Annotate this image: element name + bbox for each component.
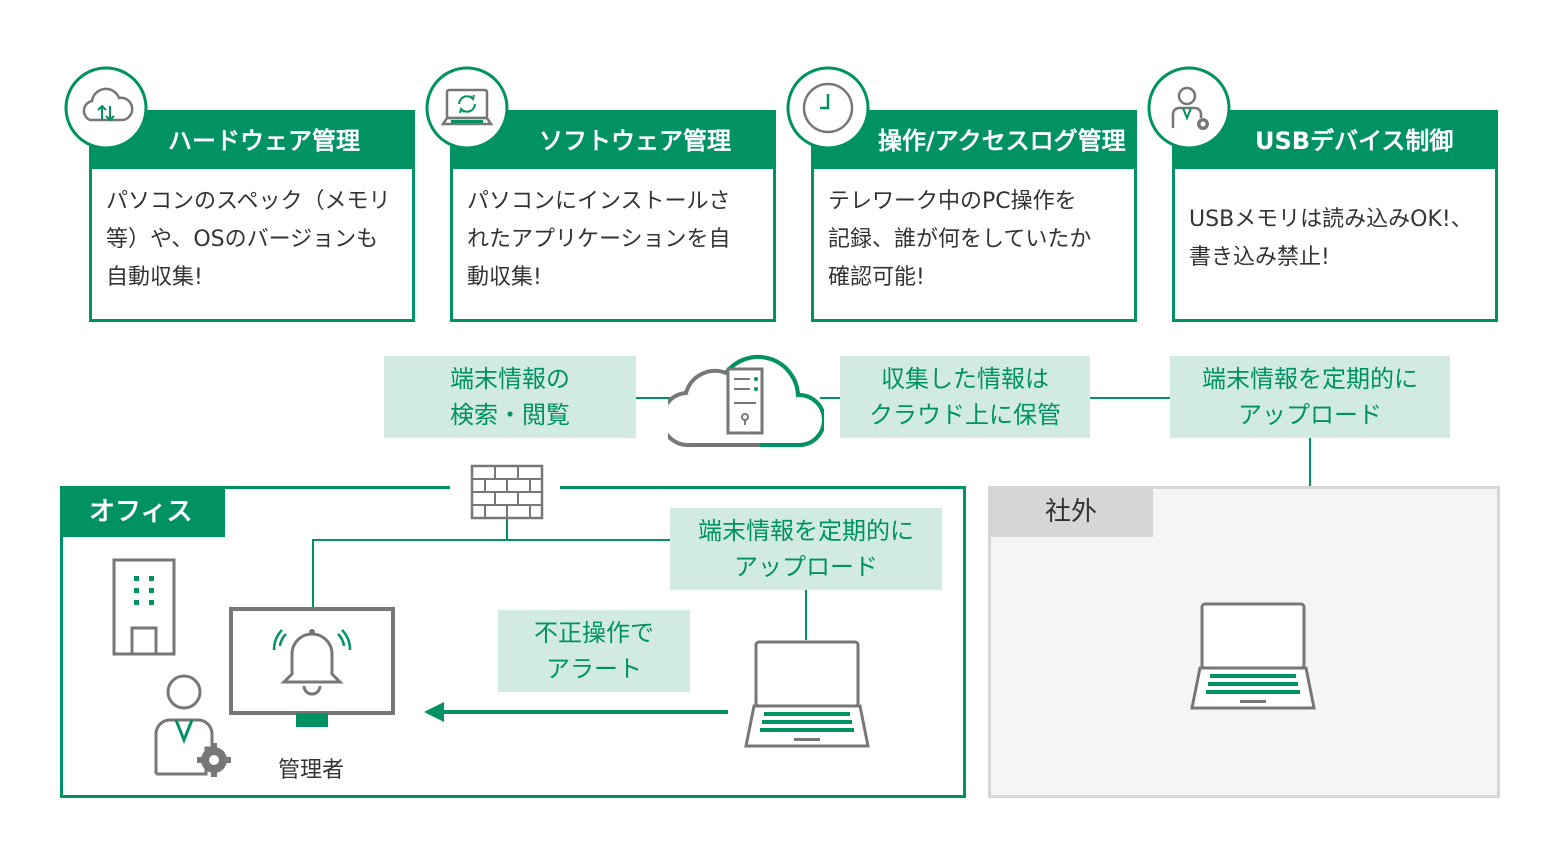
feature-card-software: ソフトウェア管理 パソコンにインストールさ れたアプリケーションを自 動収集! — [450, 110, 776, 322]
cloud-server-icon — [668, 354, 824, 448]
building-icon — [112, 558, 176, 656]
label-cloud-storage: 収集した情報は クラウド上に保管 — [840, 356, 1090, 438]
feature-card-usb: USBデバイス制御 USBメモリは読み込みOK!、 書き込み禁止! — [1172, 110, 1498, 322]
feature-title: 操作/アクセスログ管理 — [814, 113, 1134, 169]
feature-description: パソコンにインストールさ れたアプリケーションを自 動収集! — [467, 189, 731, 290]
administrator-icon — [154, 674, 231, 777]
label-search: 端末情報の 検索・閲覧 — [384, 356, 636, 438]
firewall-icon — [450, 464, 560, 520]
cloud-sync-icon — [64, 66, 148, 150]
remote-laptop-icon — [1190, 602, 1316, 710]
feature-card-log: 操作/アクセスログ管理 テレワーク中のPC操作を 記録、誰が何をしていたか 確認… — [811, 110, 1137, 322]
feature-title: ハードウェア管理 — [92, 113, 412, 169]
label-upload-office: 端末情報を定期的に アップロード — [670, 508, 942, 590]
feature-title: USBデバイス制御 — [1175, 113, 1495, 169]
office-laptop-icon — [744, 640, 870, 748]
label-alert: 不正操作で アラート — [498, 610, 690, 692]
user-gear-icon — [1147, 66, 1231, 150]
feature-title: ソフトウェア管理 — [453, 113, 773, 169]
outside-zone-title: 社外 — [991, 489, 1153, 537]
office-zone-title: オフィス — [63, 489, 225, 537]
label-upload-remote: 端末情報を定期的に アップロード — [1170, 356, 1450, 438]
feature-description: テレワーク中のPC操作を 記録、誰が何をしていたか 確認可能! — [828, 189, 1092, 290]
clock-icon — [786, 66, 870, 150]
feature-card-hardware: ハードウェア管理 パソコンのスペック（メモリ 等）や、OSのバージョンも 自動収… — [89, 110, 415, 322]
monitor-alert-icon — [229, 607, 395, 727]
laptop-refresh-icon — [425, 66, 509, 150]
administrator-label: 管理者 — [278, 758, 345, 783]
feature-description: USBメモリは読み込みOK!、 書き込み禁止! — [1189, 207, 1473, 270]
feature-description: パソコンのスペック（メモリ 等）や、OSのバージョンも 自動収集! — [106, 189, 391, 290]
